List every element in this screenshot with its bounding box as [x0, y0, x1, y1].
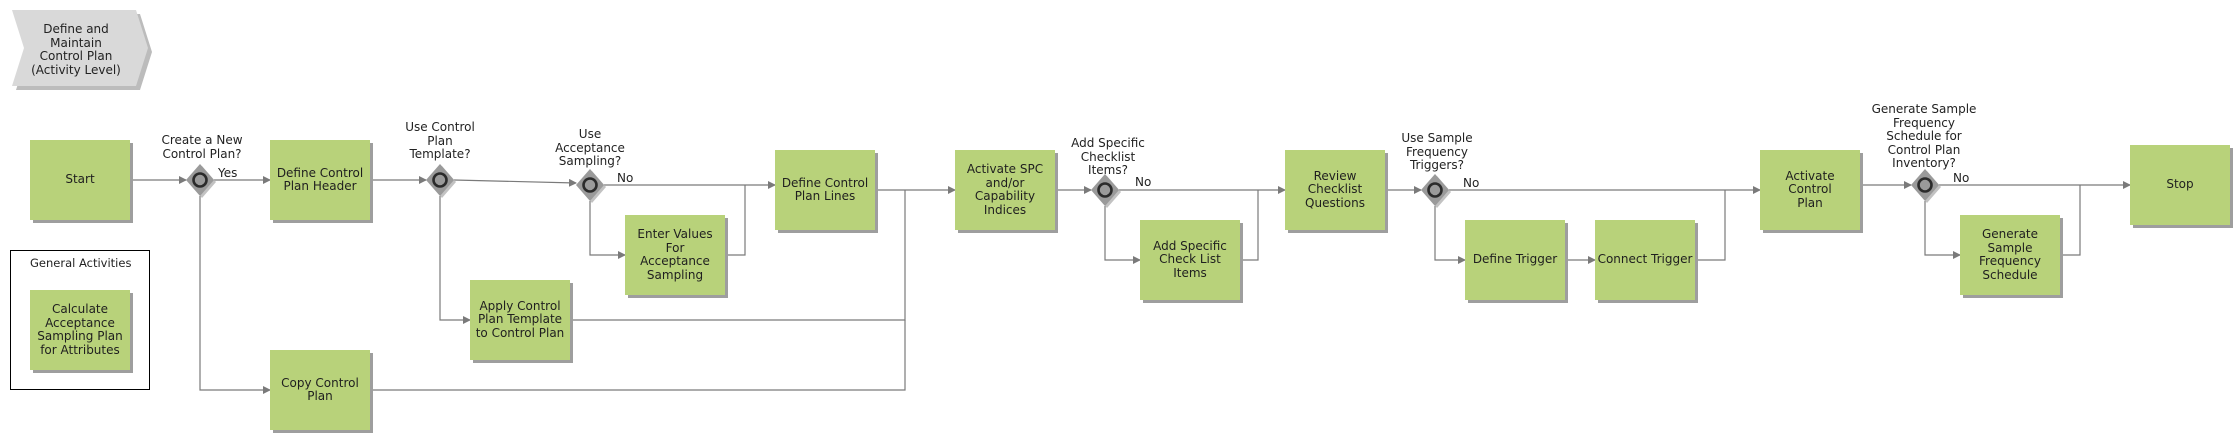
gateway-question-use-control-plan-template: Use Control Plan Template?: [405, 120, 475, 161]
gateway-question-create-new-control-plan: Create a New Control Plan?: [161, 133, 243, 161]
activity-stop[interactable]: Stop: [2166, 177, 2194, 192]
activity-copy-control-plan[interactable]: Copy Control Plan: [281, 375, 359, 403]
gateway-question-use-acceptance-sampling: Use Acceptance Sampling?: [555, 127, 625, 168]
activity-define-control-plan-lines[interactable]: Define Control Plan Lines: [781, 175, 869, 203]
activity-define-control-plan-lines-shape: [775, 150, 875, 230]
connector-gateway-to-copy: [199, 196, 271, 394]
branch-label-no-triggers: No: [1463, 176, 1480, 190]
gateway-use-acceptance-sampling[interactable]: [576, 169, 606, 203]
activity-stop-shape: [2130, 145, 2230, 225]
connector-template-gateway-to-acceptance-gateway: [453, 178, 577, 187]
connector-schedule-gateway-to-generate: [1924, 201, 1961, 259]
activity-define-trigger[interactable]: Define Trigger: [1472, 252, 1558, 267]
activity-start-shape: [30, 140, 130, 220]
activity-review-checklist-questions-shape: [1285, 150, 1385, 230]
connector-checklist-to-add-items: [1104, 206, 1141, 264]
phase-label: Define and Maintain Control Plan (Activi…: [31, 22, 121, 77]
connector-acceptance-to-enter-values: [589, 201, 626, 259]
activity-copy-control-plan-shape: [270, 350, 370, 430]
gateway-use-control-plan-template[interactable]: [426, 164, 456, 198]
general-activities-title: General Activities: [30, 256, 132, 270]
connector-template-gateway-to-apply: [439, 196, 471, 324]
connector-connect-merge: [1695, 190, 1726, 261]
connector-add-items-merge: [1240, 190, 1259, 261]
gateway-question-add-specific-checklist-items: Add Specific Checklist Items?: [1071, 136, 1145, 177]
activity-review-checklist-questions[interactable]: Review Checklist Questions: [1305, 168, 1365, 210]
activity-activate-spc[interactable]: Activate SPC and/or Capability Indices: [966, 162, 1044, 217]
activity-define-trigger-shape: [1465, 220, 1565, 300]
activity-generate-sample-frequency-schedule-shape: [1960, 215, 2060, 295]
activity-apply-control-plan-template[interactable]: Apply Control Plan Template to Control P…: [475, 298, 565, 340]
activity-generate-sample-frequency-schedule[interactable]: Generate Sample Frequency Schedule: [1979, 227, 2041, 282]
gateway-use-sample-frequency-triggers[interactable]: [1421, 174, 1451, 208]
activity-connect-trigger[interactable]: Connect Trigger: [1597, 252, 1693, 267]
general-activities-group: [10, 250, 150, 390]
connector-generate-merge: [2060, 185, 2081, 256]
activity-enter-values-for-acceptance-sampling-shape: [625, 215, 725, 295]
connectors: [130, 176, 2131, 394]
branch-label-no-checklist: No: [1135, 175, 1152, 189]
gateway-question-generate-sample-frequency-schedule: Generate Sample Frequency Schedule for C…: [1871, 102, 1977, 170]
activity-connect-trigger-shape: [1595, 220, 1695, 300]
activity-activate-control-plan-shape: [1760, 150, 1860, 230]
shapes: [12, 10, 2233, 433]
activity-apply-control-plan-template-shape: [470, 280, 570, 360]
activity-activate-control-plan[interactable]: Activate Control Plan: [1785, 168, 1835, 210]
gateway-add-specific-checklist-items[interactable]: [1091, 174, 1121, 208]
activity-calculate-acceptance-sampling-plan-shape: [30, 290, 130, 370]
branch-label-no-schedule: No: [1953, 171, 1970, 185]
activity-activate-spc-shape: [955, 150, 1055, 230]
branch-label-no-acceptance: No: [617, 171, 634, 185]
connector-enter-values-merge: [725, 185, 746, 256]
gateway-generate-sample-frequency-schedule[interactable]: [1911, 169, 1941, 203]
activity-start[interactable]: Start: [65, 172, 95, 187]
activity-enter-values-for-acceptance-sampling[interactable]: Enter Values For Acceptance Sampling: [637, 227, 713, 282]
gateway-create-new-control-plan[interactable]: [186, 164, 216, 198]
activity-define-control-plan-header[interactable]: Define Control Plan Header: [276, 165, 364, 193]
branch-label-yes: Yes: [218, 166, 238, 180]
activity-add-specific-check-list-items-shape: [1140, 220, 1240, 300]
connector-copy-merge: [370, 320, 906, 391]
gateway-question-use-sample-frequency-triggers: Use Sample Frequency Triggers?: [1401, 131, 1473, 172]
activity-calculate-acceptance-sampling-plan[interactable]: Calculate Acceptance Sampling Plan for A…: [37, 302, 123, 357]
connector-trigger-gateway-to-define: [1434, 206, 1466, 264]
phase-chevron: [12, 10, 148, 86]
activity-define-control-plan-header-shape: [270, 140, 370, 220]
activity-add-specific-check-list-items[interactable]: Add Specific Check List Items: [1153, 238, 1227, 280]
